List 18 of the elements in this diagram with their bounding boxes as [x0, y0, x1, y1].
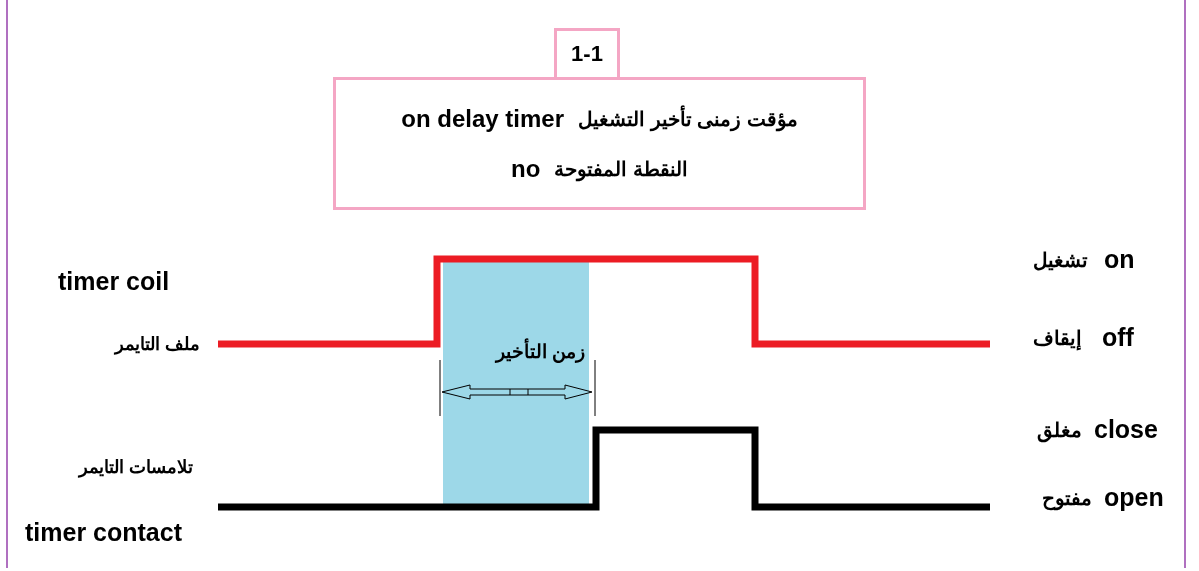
state-label: تشغيل: [1033, 249, 1088, 271]
state-label: on: [1104, 246, 1135, 274]
title-text: on delay timer: [401, 104, 564, 133]
title-box: [333, 77, 866, 210]
state-label: مفتوح: [1042, 487, 1092, 509]
contact-type-text: no: [511, 154, 541, 183]
state-label: close: [1094, 416, 1158, 444]
number-box: 1-1: [554, 28, 620, 77]
title-text: مؤقت زمنى تأخير التشغيل: [578, 106, 798, 131]
signal-name: timer coil: [58, 268, 170, 296]
signal-name: تلامسات التايمر: [79, 458, 193, 478]
state-label: open: [1104, 484, 1164, 512]
state-label: off: [1102, 324, 1134, 352]
signal-name: ملف التايمر: [115, 335, 200, 355]
state-label: إيقاف: [1033, 327, 1082, 349]
state-label: مغلق: [1037, 419, 1082, 441]
signal-name: timer contact: [25, 519, 182, 547]
contact-type-text: النقطة المفتوحة: [554, 156, 688, 181]
